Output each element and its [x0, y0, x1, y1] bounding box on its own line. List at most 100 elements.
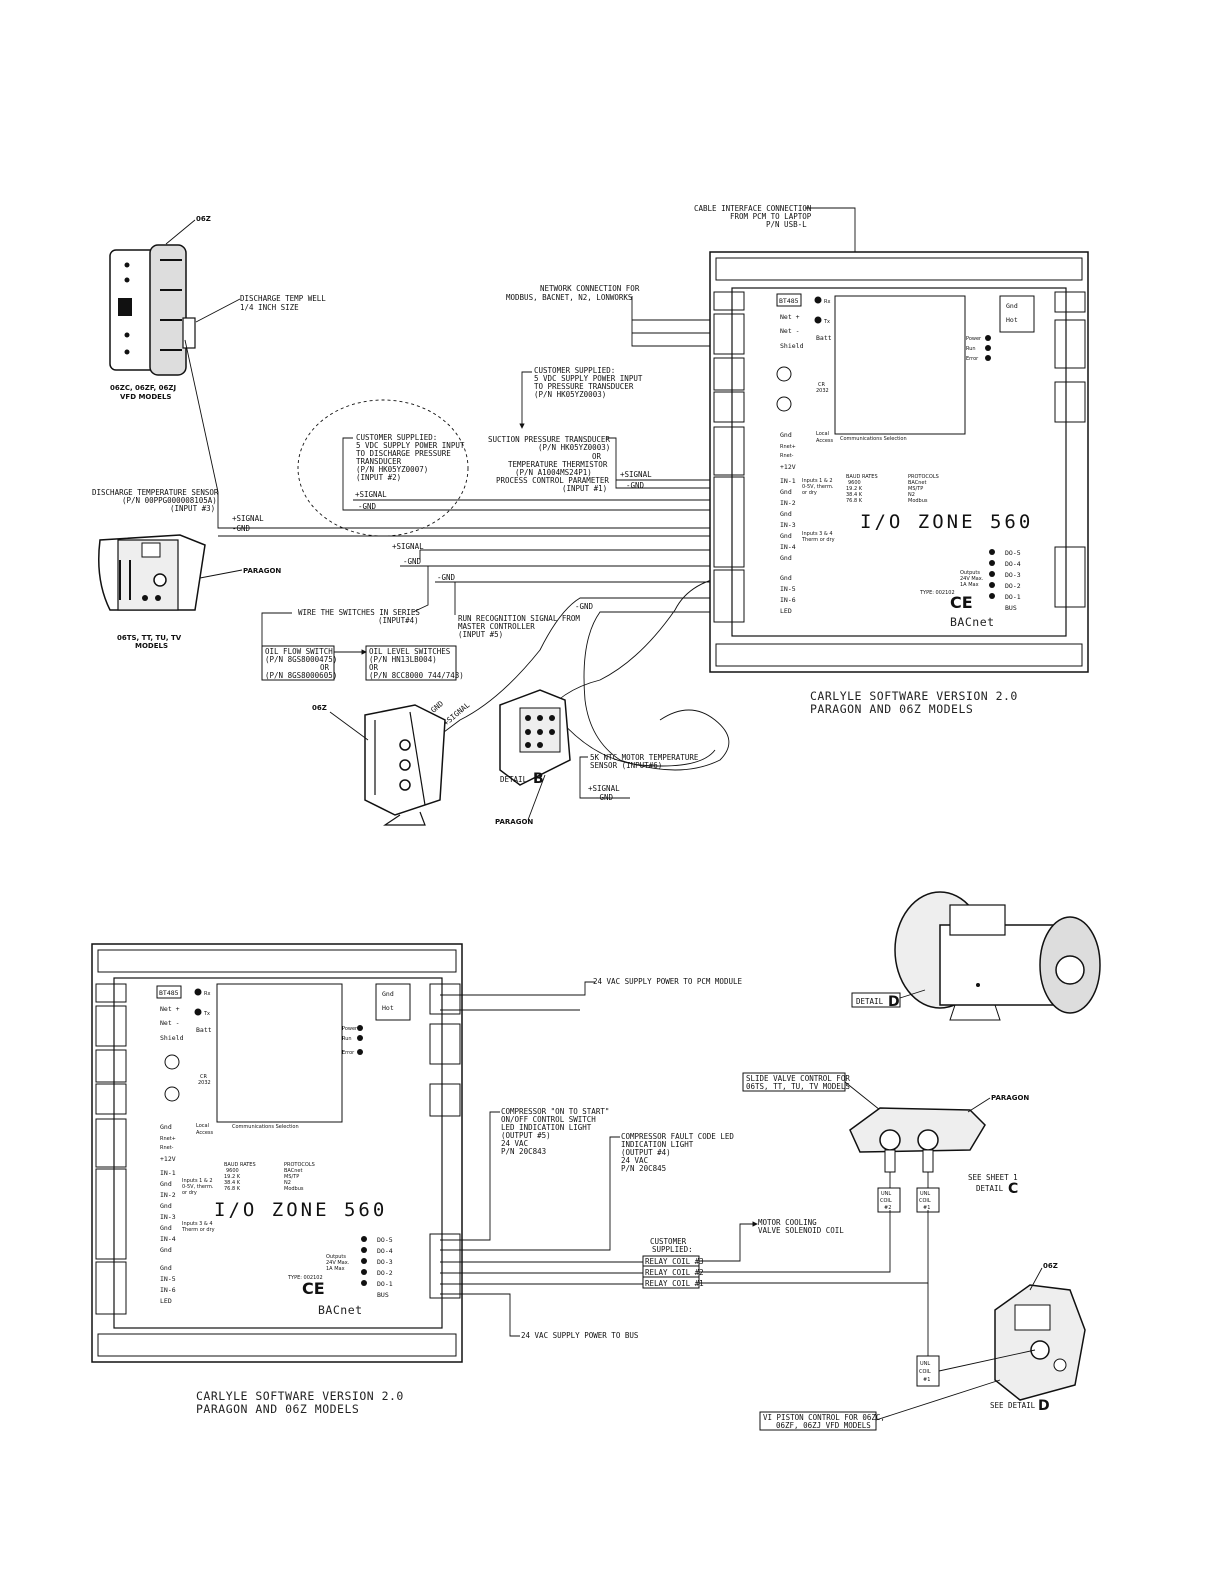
- module-bot-do4: DO-4: [377, 1247, 393, 1255]
- module-bot-inputs12-2: 0-5V, therm.: [182, 1184, 214, 1190]
- label-suction-4: TEMPERATURE THERMISTOR: [508, 460, 608, 469]
- module-bot-bacnet: BACnet: [318, 1303, 363, 1317]
- wire-gnd-5: -GND: [437, 573, 456, 582]
- module-top-2032: 2032: [816, 388, 829, 394]
- label-oil-flow-2: (P/N 8GS8000475): [265, 655, 337, 664]
- module-top-title: I/O ZONE 560: [860, 511, 1033, 533]
- io-zone-module-top: BT485 Net + Net - Shield Rx Tx Batt CR 2…: [709, 251, 1089, 673]
- label-paragon-right: PARAGON: [991, 1094, 1029, 1102]
- module-top-shield: Shield: [780, 342, 804, 350]
- module-top-inputs12-1: Inputs 1 & 2: [802, 478, 833, 484]
- label-detail-d-letter: D: [888, 994, 900, 1010]
- module-top-proto-1: BACnet: [908, 480, 926, 486]
- module-bot-hot: Hot: [382, 1004, 394, 1012]
- module-top-access: Access: [816, 438, 834, 444]
- module-bot-access: Access: [196, 1130, 214, 1136]
- detail-d-box: [851, 992, 901, 1008]
- module-bot-type: TYPE: 002102: [287, 1275, 323, 1281]
- module-top-inputs: IN-1 Gnd IN-2 Gnd IN-3 Gnd IN-4 Gnd Gnd …: [780, 477, 796, 615]
- module-bot-in1: IN-1: [160, 1169, 176, 1177]
- label-see-detail: SEE DETAIL: [990, 1401, 1036, 1410]
- module-bot-inputs12-1: Inputs 1 & 2: [182, 1178, 213, 1184]
- label-unlvi-2: COIL: [919, 1369, 931, 1375]
- label-detail-b: DETAIL: [500, 775, 528, 784]
- label-cust-5vdc-4: (P/N HK05YZ0003): [534, 390, 606, 399]
- label-see-detail-letter: D: [1038, 1398, 1050, 1414]
- module-top-gnd5: Gnd: [780, 574, 792, 582]
- module-bot-in4: IN-4: [160, 1235, 176, 1243]
- caption-top-1: CARLYLE SOFTWARE VERSION 2.0: [810, 689, 1018, 703]
- module-top-proto-3: N2: [908, 492, 915, 498]
- module-bot-in2: IN-2: [160, 1191, 176, 1199]
- module-top-hot: Hot: [1006, 316, 1018, 324]
- module-top-gnd-r: Gnd: [1006, 302, 1018, 310]
- module-top-gnd: Gnd: [780, 431, 792, 439]
- label-06z-right: 06Z: [1043, 1262, 1058, 1270]
- module-bot-shield: Shield: [160, 1034, 184, 1042]
- label-discharge-temp-well-2: 1/4 INCH SIZE: [240, 303, 299, 312]
- module-top-gnd2: Gnd: [780, 510, 792, 518]
- label-relay-3: RELAY COIL #3: [645, 1257, 704, 1266]
- module-top-do1: DO-1: [1005, 593, 1021, 601]
- module-bot-baud-3: 38.4 K: [224, 1180, 241, 1186]
- label-slide-valve-1: SLIDE VALVE CONTROL FOR: [746, 1074, 850, 1083]
- module-top-batt: Batt: [816, 334, 832, 342]
- module-top-inputs12-3: or dry: [802, 490, 817, 496]
- label-suction-6: PROCESS CONTROL PARAMETER: [496, 476, 609, 485]
- label-comp-on-2: ON/OFF CONTROL SWITCH: [501, 1115, 596, 1124]
- label-cust-5vdc-2: 5 VDC SUPPLY POWER INPUT: [534, 374, 643, 383]
- module-bot-inputs12-3: or dry: [182, 1190, 197, 1196]
- module-bot-run: Run: [342, 1036, 352, 1042]
- label-cust-disc-2: 5 VDC SUPPLY POWER INPUT: [356, 441, 465, 450]
- module-top-run: Run: [966, 346, 976, 352]
- module-top-gnd3: Gnd: [780, 532, 792, 540]
- paragon-detail-b-drawing: [499, 689, 571, 786]
- module-bot-rx: Rx: [204, 991, 210, 997]
- unl-coil-2-box: [877, 1187, 901, 1213]
- label-oil-flow-4: (P/N 8GS8000605): [265, 671, 337, 680]
- module-top-in6: IN-6: [780, 596, 796, 604]
- wire-gnd-6: -GND: [575, 602, 594, 611]
- label-discharge-sensor-1: DISCHARGE TEMPERATURE SENSOR: [92, 488, 219, 497]
- module-bot-proto-4: Modbus: [284, 1186, 304, 1192]
- label-comp-on-6: P/N 20C843: [501, 1147, 546, 1156]
- module-bot-do3: DO-3: [377, 1258, 393, 1266]
- module-top-outputs: DO-5 DO-4 DO-3 DO-2 DO-1 BUS: [989, 549, 1021, 612]
- label-unl1-2: COIL: [919, 1198, 931, 1204]
- label-run-3: (INPUT #5): [458, 630, 503, 639]
- label-unl1-1: UNL: [920, 1191, 930, 1197]
- label-ts-models-2: MODELS: [135, 642, 168, 650]
- module-top-do2: DO-2: [1005, 582, 1021, 590]
- dashed-ellipse: [297, 399, 469, 537]
- module-bot-proto-2: MS/TP: [284, 1174, 299, 1180]
- label-cable-1: CABLE INTERFACE CONNECTION: [694, 204, 811, 213]
- label-oil-level-4: (P/N 8CC8000 744/743): [369, 671, 464, 680]
- label-detail-b-letter: B: [533, 771, 544, 787]
- label-discharge-sensor-3: (INPUT #3): [170, 504, 215, 513]
- label-24vac-pcm: 24 VAC SUPPLY POWER TO PCM MODULE: [593, 977, 742, 986]
- module-bot-baud: BAUD RATES: [224, 1162, 256, 1168]
- label-paragon-detail: PARAGON: [495, 818, 533, 826]
- label-customer-1: CUSTOMER: [650, 1237, 687, 1246]
- module-bot-gnd1: Gnd: [160, 1180, 172, 1188]
- module-top-power: Power: [966, 336, 982, 342]
- module-bot-protocols: PROTOCOLS: [284, 1162, 315, 1168]
- label-unl2-3: #2: [884, 1205, 891, 1211]
- module-bot-baud-1: 9600: [226, 1168, 239, 1174]
- label-ntc-2: SENSOR (INPUT#6): [590, 761, 662, 770]
- label-suction-1: SUCTION PRESSURE TRANSDUCER: [488, 435, 610, 444]
- compressor-paragon-drawing: [98, 534, 206, 611]
- label-vi-piston-2: 06ZF, 06ZJ VFD MODELS: [776, 1421, 871, 1430]
- label-comp-on-1: COMPRESSOR "ON TO START": [501, 1107, 609, 1116]
- label-cust-disc-3: TO DISCHARGE PRESSURE: [356, 449, 451, 458]
- module-bot-rnet-minus: Rnet-: [160, 1145, 174, 1151]
- label-comp-fault-5: P/N 20C845: [621, 1164, 666, 1173]
- wire-gnd-3: -GND: [232, 524, 251, 533]
- oil-level-switches-box: [365, 645, 457, 681]
- module-top-proto-2: MS/TP: [908, 486, 923, 492]
- label-24vac-bus: 24 VAC SUPPLY POWER TO BUS: [521, 1331, 639, 1340]
- module-bot-gnd4: Gnd: [160, 1246, 172, 1254]
- module-top-baud: BAUD RATES: [846, 474, 878, 480]
- module-bot-in5: IN-5: [160, 1275, 176, 1283]
